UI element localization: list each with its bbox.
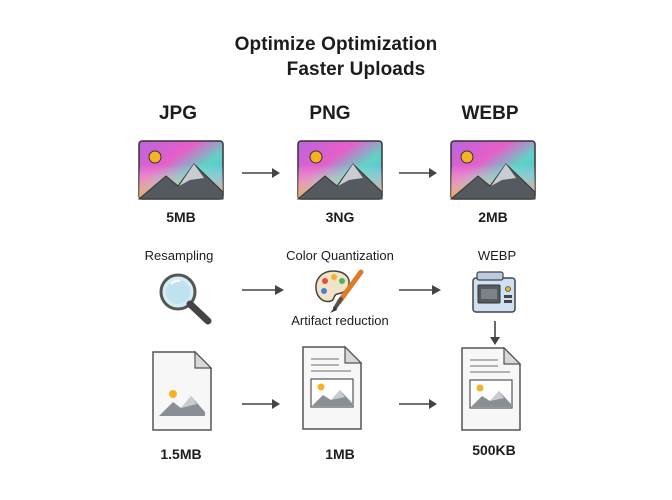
- format-label-jpg: JPG: [158, 103, 198, 124]
- step-label-color-quantization: Color Quantization: [286, 248, 394, 263]
- arrow-icon: [399, 168, 437, 178]
- magnifier-icon: [159, 273, 212, 325]
- step-label-webp: WEBP: [477, 248, 517, 263]
- format-label-png: PNG: [309, 103, 351, 124]
- document-image-icon: [302, 345, 363, 430]
- size-label-jpg: 5MB: [166, 209, 196, 225]
- size-label-file-3: 500KB: [472, 442, 516, 458]
- arrow-icon: [399, 399, 437, 409]
- arrow-icon: [490, 321, 500, 345]
- landscape-image-icon: [137, 140, 224, 200]
- document-image-icon: [461, 346, 522, 431]
- diagram-title-line1: Optimize Optimization: [234, 34, 438, 55]
- arrow-icon: [399, 285, 441, 295]
- diagram-title-line2: Faster Uploads: [286, 59, 426, 80]
- size-label-webp: 2MB: [478, 209, 508, 225]
- format-label-webp: WEBP: [461, 103, 519, 124]
- webp-device-icon: [472, 271, 516, 313]
- palette-brush-icon: [315, 269, 364, 313]
- size-label-file-2: 1MB: [325, 446, 355, 462]
- step-label-resampling: Resampling: [144, 248, 214, 263]
- landscape-image-icon: [449, 140, 536, 200]
- arrow-icon: [242, 168, 280, 178]
- arrow-icon: [242, 399, 280, 409]
- arrow-icon: [242, 285, 284, 295]
- document-image-icon: [152, 350, 213, 431]
- size-label-png: 3NG: [325, 209, 355, 225]
- landscape-image-icon: [296, 140, 383, 200]
- size-label-file-1: 1.5MB: [160, 446, 202, 462]
- step-label-artifact-reduction: Artifact reduction: [291, 313, 389, 328]
